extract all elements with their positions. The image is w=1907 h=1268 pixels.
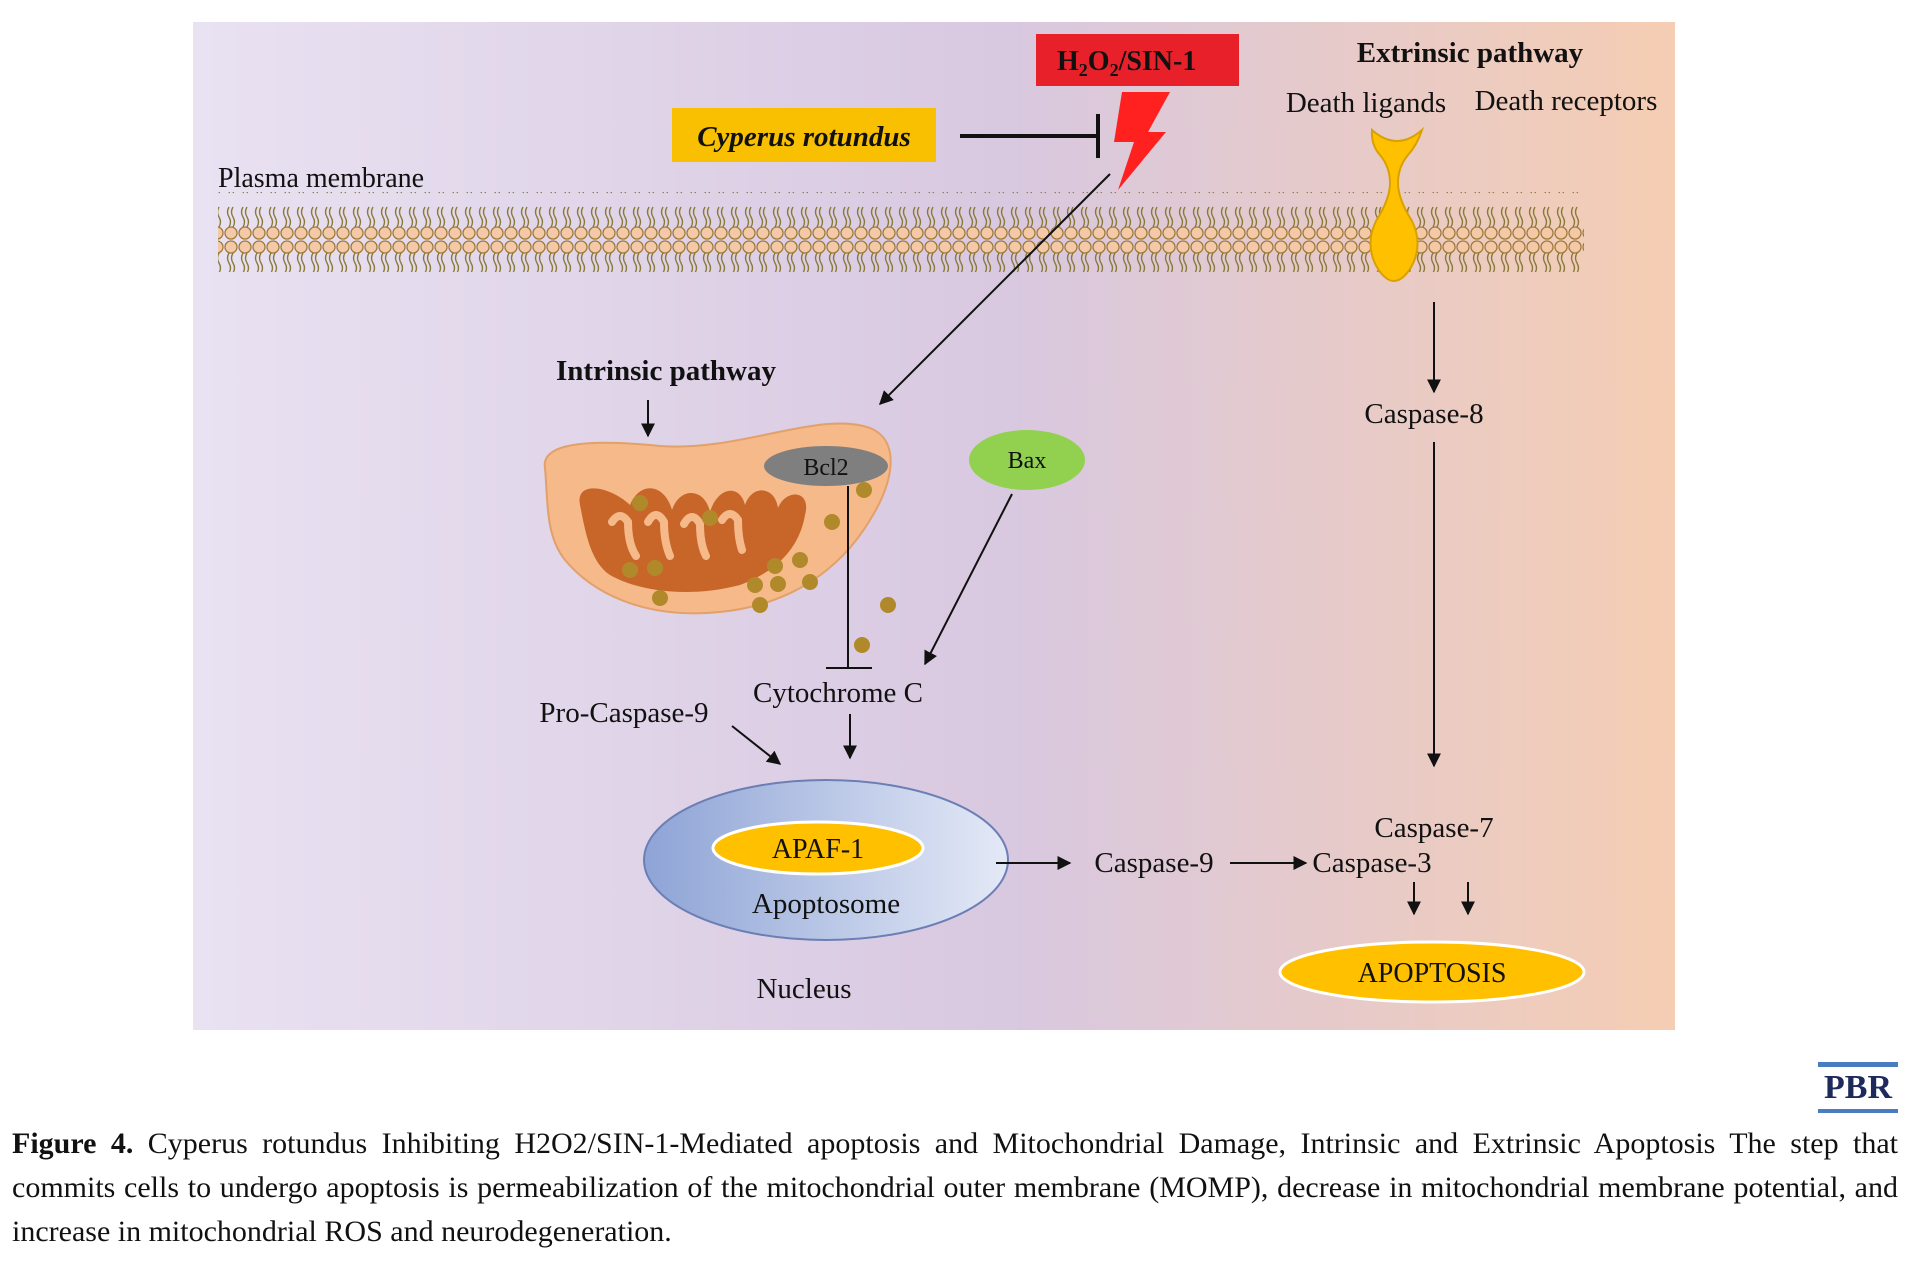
figure-label: Figure 4.	[12, 1127, 134, 1160]
intrinsic-pathway-title: Intrinsic pathway	[556, 355, 776, 387]
caspase7-label: Caspase-7	[1374, 812, 1493, 844]
pbr-logo: PBR	[1818, 1062, 1898, 1113]
svg-text:H2O2/SIN-1: H2O2/SIN-1	[1057, 46, 1196, 80]
caspase3-label: Caspase-3	[1312, 847, 1431, 879]
h2o2-sin1-box: H2O2/SIN-1	[1036, 34, 1239, 86]
figure-caption: Figure 4. Cyperus rotundus Inhibiting H2…	[12, 1122, 1898, 1254]
caspase8-label: Caspase-8	[1364, 398, 1483, 430]
svg-text:APOPTOSIS: APOPTOSIS	[1358, 958, 1507, 989]
pro-caspase9-label: Pro-Caspase-9	[539, 697, 708, 729]
stress-to-mitochondria-arrow	[879, 173, 1111, 405]
apoptosome-label: Apoptosome	[752, 888, 900, 920]
death-ligands-label: Death ligands	[1286, 87, 1446, 119]
apaf1-node	[711, 820, 925, 876]
extrinsic-pathway-title: Extrinsic pathway	[1357, 37, 1584, 69]
svg-text:Cyperus rotundus: Cyperus rotundus	[697, 121, 911, 153]
svg-text:APAF-1: APAF-1	[772, 834, 864, 865]
cyperus-rotundus-box: Cyperus rotundus	[672, 108, 936, 162]
svg-text:Bax: Bax	[1008, 448, 1047, 474]
cytochrome-c-label: Cytochrome C	[753, 677, 923, 709]
nucleus-label: Nucleus	[756, 973, 851, 1005]
bax-to-cytochrome-arrow	[924, 493, 1013, 666]
death-receptors-label: Death receptors	[1475, 85, 1658, 117]
apoptosis-node: APOPTOSIS	[1278, 940, 1586, 1004]
svg-text:Bcl2: Bcl2	[803, 455, 848, 481]
lightning-bolt-icon	[1114, 92, 1170, 190]
death-receptor	[1369, 126, 1425, 283]
apoptosis-pathway-diagram: Plasma membrane H2O2/SIN-1 Cyperus rotun…	[193, 22, 1675, 1030]
figure-caption-text: Cyperus rotundus Inhibiting H2O2/SIN-1-M…	[12, 1127, 1898, 1248]
plasma-membrane-label: Plasma membrane	[218, 163, 424, 194]
bax-node: Bax	[969, 430, 1085, 490]
pro-caspase9-arrow	[731, 725, 782, 765]
plasma-membrane	[218, 192, 1584, 272]
bcl2-node: Bcl2	[764, 446, 888, 486]
caspase9-label: Caspase-9	[1094, 847, 1213, 879]
apoptosome: APAF-1 Apoptosome	[643, 779, 1009, 941]
